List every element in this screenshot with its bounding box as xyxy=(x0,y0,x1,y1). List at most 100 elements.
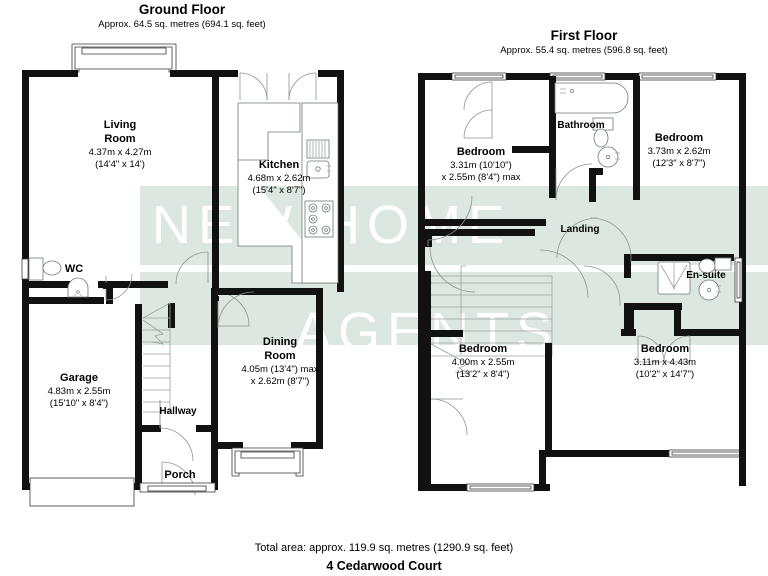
first-floor-subtitle: Approx. 55.4 sq. metres (596.8 sq. feet) xyxy=(500,45,667,56)
hallway-label: Hallway xyxy=(159,406,197,417)
living-room-bay-window xyxy=(71,43,177,73)
wall-ff-bathroom-east xyxy=(633,76,640,200)
porch-label: Porch xyxy=(164,469,195,481)
wall-ff-landing-stub xyxy=(425,229,432,247)
bathroom-toilet-icon xyxy=(592,117,614,148)
ensuite-shower-icon xyxy=(657,261,691,295)
wall-dining-bottom-left xyxy=(211,442,243,449)
wall-ff-west-lower xyxy=(418,333,425,491)
dining-room-dim-imperial: x 2.62m (8'7") xyxy=(251,376,310,387)
wall-ff-bathroom-south-vert xyxy=(589,168,596,202)
wall-ff-bathroom-east2 xyxy=(633,175,640,200)
bedroom-rear-right-dim-metric: 3.11m x 4.43m xyxy=(634,357,696,368)
wall-ff-east-upper xyxy=(739,73,746,326)
bathroom-door xyxy=(555,163,593,201)
wall-ff-west-upper xyxy=(418,73,425,333)
ff-window-bathroom xyxy=(549,72,606,81)
bedroom-front-left-landing-door xyxy=(427,195,473,246)
wall-ff-landing-west xyxy=(425,229,535,236)
wall-ff-bathroom-south xyxy=(589,168,603,175)
wall-ff-midsouth-vert xyxy=(539,453,546,491)
ensuite-window xyxy=(734,257,743,303)
dining-room-bay-window xyxy=(231,447,304,477)
wall-dining-bottom-right xyxy=(291,442,323,449)
wc-toilet-icon xyxy=(28,257,62,281)
wall-ff-ensuite-south-vert xyxy=(674,303,681,336)
bedroom-rear-right-dim-imperial: (10'2" x 14'7") xyxy=(636,369,694,380)
kitchen-sink-icon xyxy=(306,139,331,179)
wall-ff-ensuite-bottom xyxy=(674,329,739,336)
kitchen-units xyxy=(237,102,339,284)
dining-room-dim-metric: 4.05m (13'4") max xyxy=(242,364,319,375)
wall-ff-south-mid xyxy=(539,450,669,457)
wall-garage-east xyxy=(135,304,142,490)
landing-door-bedroom-rear-right xyxy=(583,265,621,306)
wall-ff-bathroom-west xyxy=(549,76,556,198)
ground-floor-subtitle: Approx. 64.5 sq. metres (694.1 sq. feet) xyxy=(98,19,265,30)
bedroom-front-right-label: Bedroom xyxy=(655,132,704,144)
bedroom-front-left-dim-imperial: x 2.55m (8'4") max xyxy=(441,172,520,183)
garage-dim-imperial: (15'10" x 8'4") xyxy=(50,398,108,409)
ground-floor-title: Ground Floor xyxy=(139,2,226,17)
wall-living-bottom-left xyxy=(22,281,82,288)
living-room-label-line2: Room xyxy=(104,133,135,145)
kitchen-label: Kitchen xyxy=(259,159,300,171)
wall-exterior-west-lower xyxy=(22,281,29,490)
wc-window xyxy=(21,258,29,280)
wall-ff-ensuite-south-1 xyxy=(624,303,682,310)
ff-window-bedroom-front-right xyxy=(638,72,717,81)
landing-door-bedroom-rear-left xyxy=(556,217,598,259)
wall-exterior-east-upper xyxy=(337,70,344,292)
wall-ff-brl-wardrobe xyxy=(425,330,463,337)
living-room-dim-metric: 4.37m x 4.27m xyxy=(89,147,152,158)
garage-door xyxy=(29,477,135,507)
dining-room-label-line2: Room xyxy=(264,350,295,362)
wc-label: WC xyxy=(65,263,83,275)
kitchen-french-doors xyxy=(239,72,317,101)
garage-label: Garage xyxy=(60,372,98,384)
wall-ff-ensuite-top xyxy=(624,254,734,261)
bedroom-front-left-door xyxy=(463,81,493,139)
wall-porch-right xyxy=(196,425,218,432)
wall-living-bottom-right xyxy=(98,281,168,288)
wall-dining-top xyxy=(211,288,321,295)
wall-wc-east xyxy=(106,284,113,304)
bedroom-front-left-label: Bedroom xyxy=(457,146,506,158)
bedroom-front-left-dim-metric: 3.31m (10'10") xyxy=(450,160,512,171)
wall-dining-door-jamb xyxy=(211,296,219,301)
wall-exterior-west-upper xyxy=(22,70,29,288)
garage-dim-metric: 4.83m x 2.55m xyxy=(48,386,111,397)
staircase-ground xyxy=(142,302,171,413)
dining-room-label-line1: Dining xyxy=(263,336,297,348)
wall-ff-bfl-south xyxy=(425,219,546,226)
wall-ff-landing-ne xyxy=(624,258,631,278)
total-area-text: Total area: approx. 119.9 sq. metres (12… xyxy=(255,542,513,554)
bathroom-basin-icon xyxy=(597,146,620,168)
living-room-dim-imperial: (14'4" x 14') xyxy=(95,159,145,170)
wall-wc-bottom xyxy=(22,297,104,304)
wall-ff-southeast-corner xyxy=(739,450,746,457)
bedroom-front-right-door xyxy=(590,217,632,262)
wall-living-top-right xyxy=(170,70,238,77)
wall-living-kitchen-partition xyxy=(212,74,219,290)
wall-ff-ensuite-west2 xyxy=(627,305,634,336)
wall-ff-bedroom-rl-east xyxy=(424,395,431,491)
kitchen-hob-icon xyxy=(304,200,334,238)
bedroom-rear-left-door xyxy=(430,398,468,436)
living-room-door xyxy=(175,251,209,285)
wall-hall-east-upper xyxy=(168,303,175,328)
wall-dining-east xyxy=(316,288,323,448)
wall-ff-bfl-inner xyxy=(512,146,550,153)
ff-window-bedroom-rear-right xyxy=(668,449,745,458)
front-door-threshold xyxy=(139,482,216,493)
landing-label: Landing xyxy=(561,224,600,235)
property-address: 4 Cedarwood Court xyxy=(326,559,442,573)
kitchen-dim-imperial: (15'4" x 8'7") xyxy=(252,185,305,196)
ensuite-toilet-icon xyxy=(698,257,732,274)
wall-hall-stub xyxy=(103,283,113,289)
bathroom-bath-icon xyxy=(554,82,629,114)
landing-opening-arc-1 xyxy=(429,246,589,299)
first-floor-plan: Bedroom 3.31m (10'10") x 2.55m (8'4") ma… xyxy=(418,72,746,492)
wall-ff-east-lower xyxy=(739,326,746,486)
